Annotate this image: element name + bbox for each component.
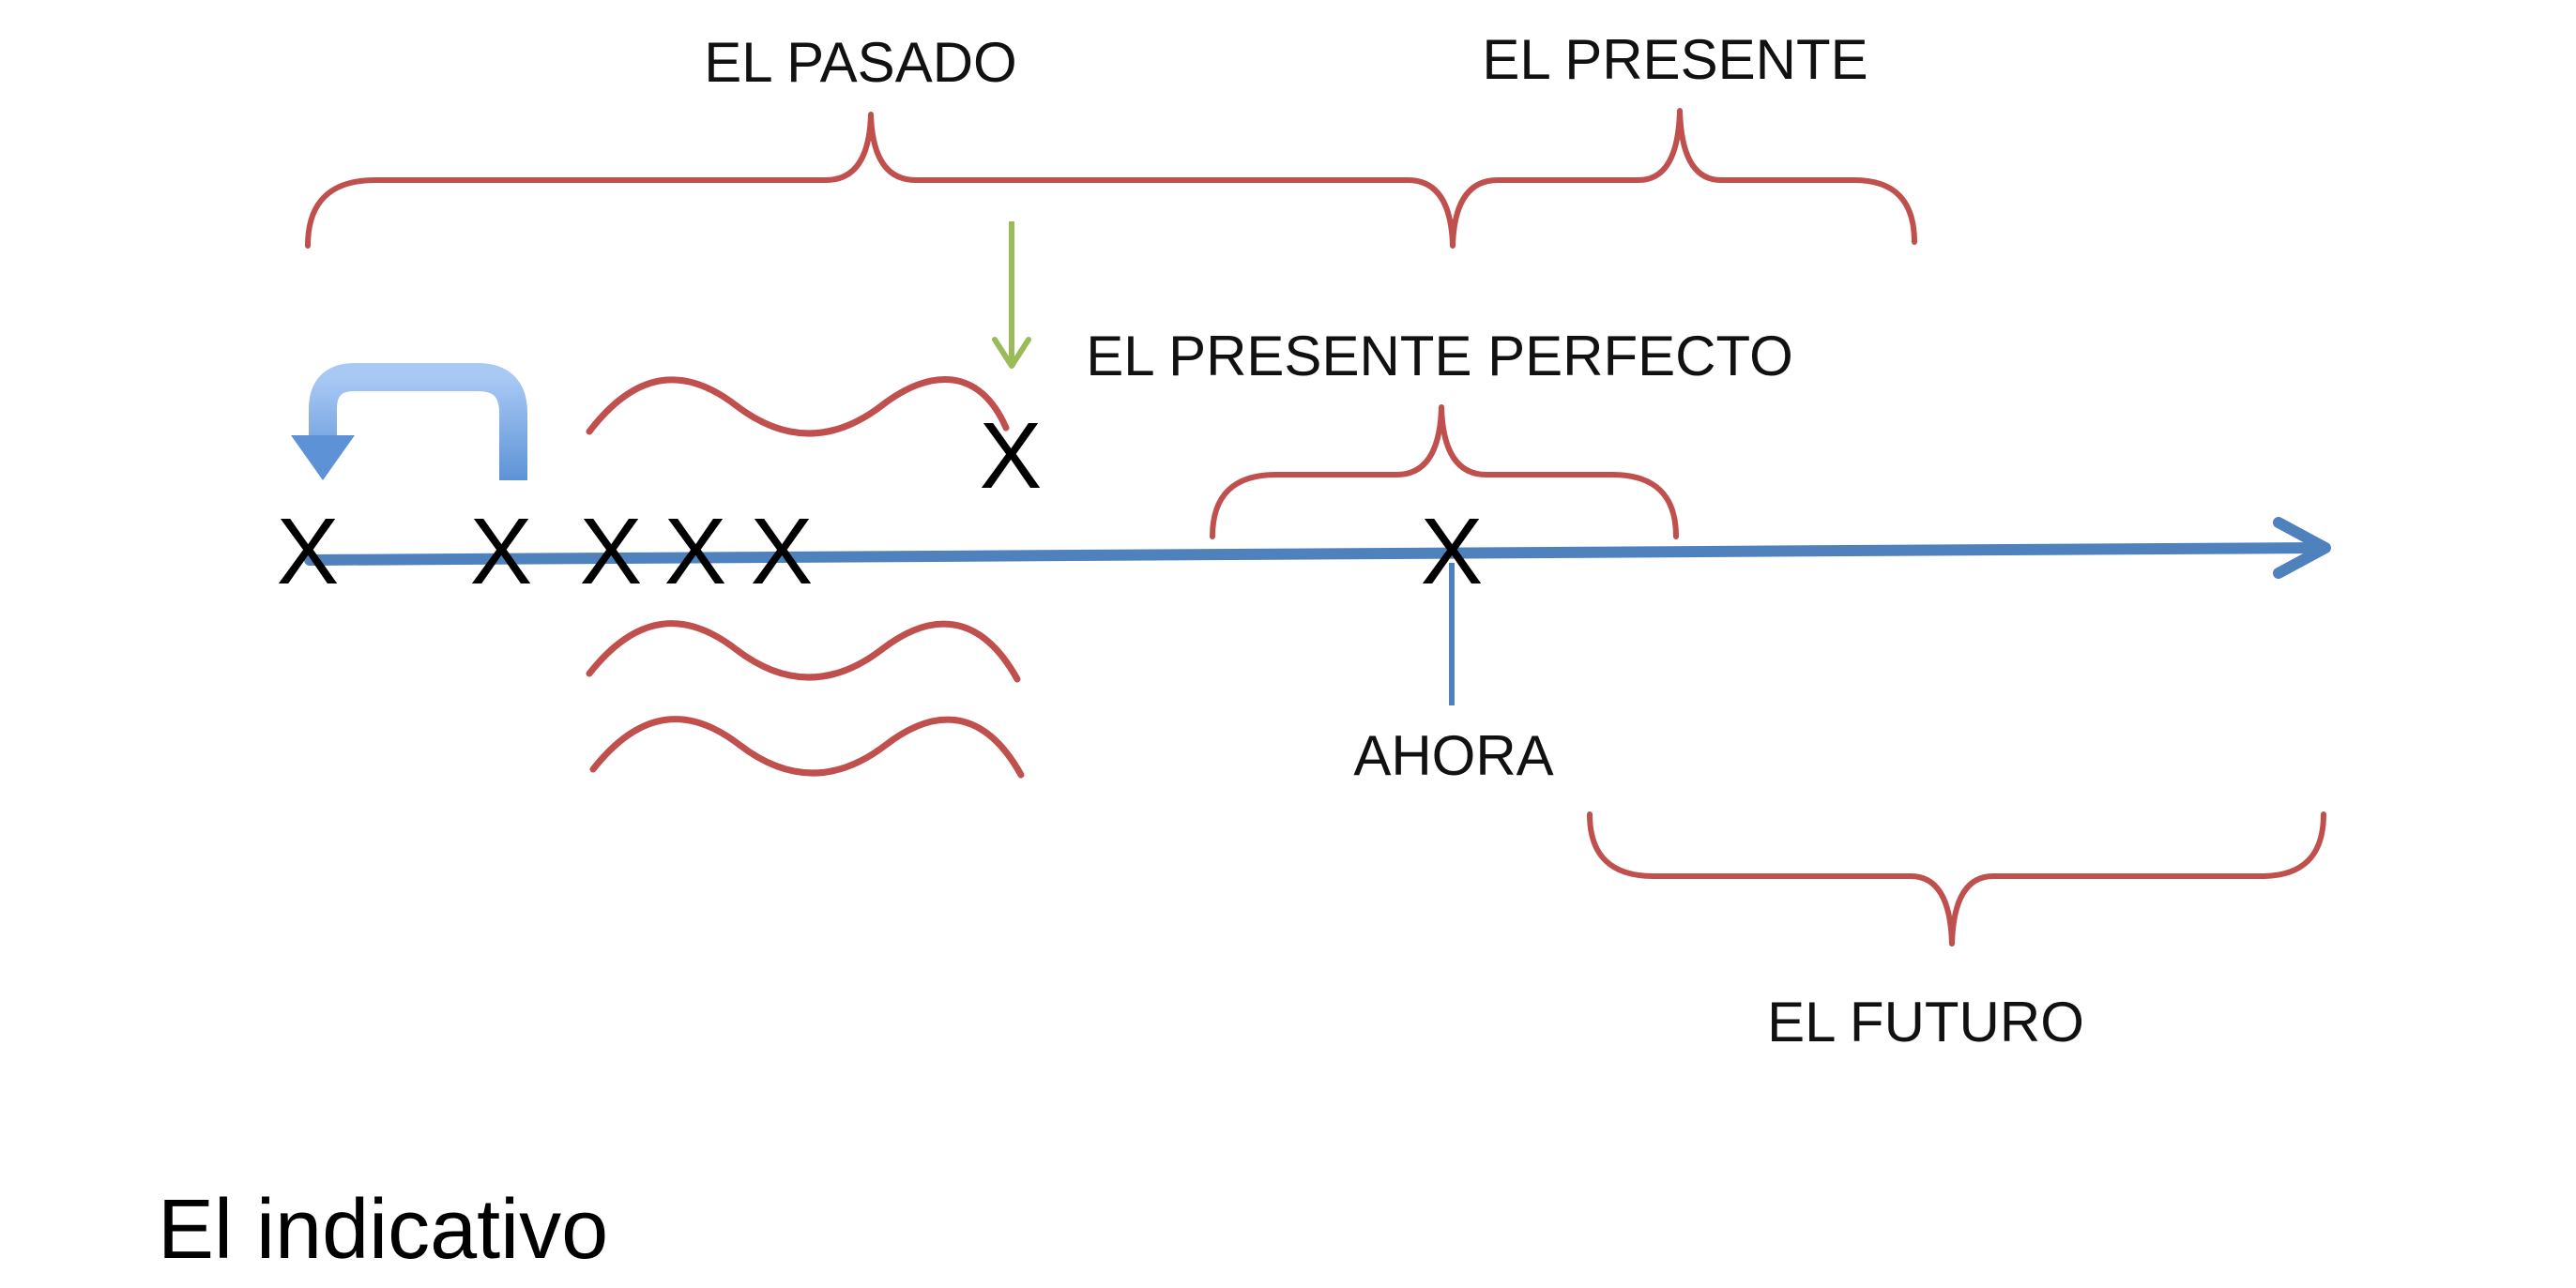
mark-x4: X — [664, 499, 727, 604]
label-present-perfect: EL PRESENTE PERFECTO — [1086, 325, 1793, 387]
mark-x-raised: X — [980, 403, 1043, 508]
wavy-line-1 — [586, 376, 1010, 437]
slide-title: El indicativo — [158, 1183, 608, 1277]
present-perfect-brace — [1210, 404, 1679, 539]
timeline-arrow — [304, 517, 2331, 579]
wavy-line-3 — [589, 716, 1025, 779]
future-brace — [1587, 811, 2326, 947]
past-present-brace — [305, 108, 1917, 249]
pointer-arrow — [992, 221, 1031, 369]
wavy-line-2 — [586, 620, 1021, 683]
mark-x2: X — [470, 499, 533, 604]
mark-x5: X — [751, 499, 814, 604]
label-now: AHORA — [1353, 724, 1553, 787]
return-arrow — [291, 363, 527, 480]
label-past: EL PASADO — [704, 31, 1016, 94]
label-future: EL FUTURO — [1767, 991, 2084, 1053]
mark-x1: X — [277, 499, 340, 604]
mark-x-now: X — [1421, 499, 1484, 604]
mark-x3: X — [580, 499, 643, 604]
label-present: EL PRESENTE — [1482, 28, 1867, 91]
